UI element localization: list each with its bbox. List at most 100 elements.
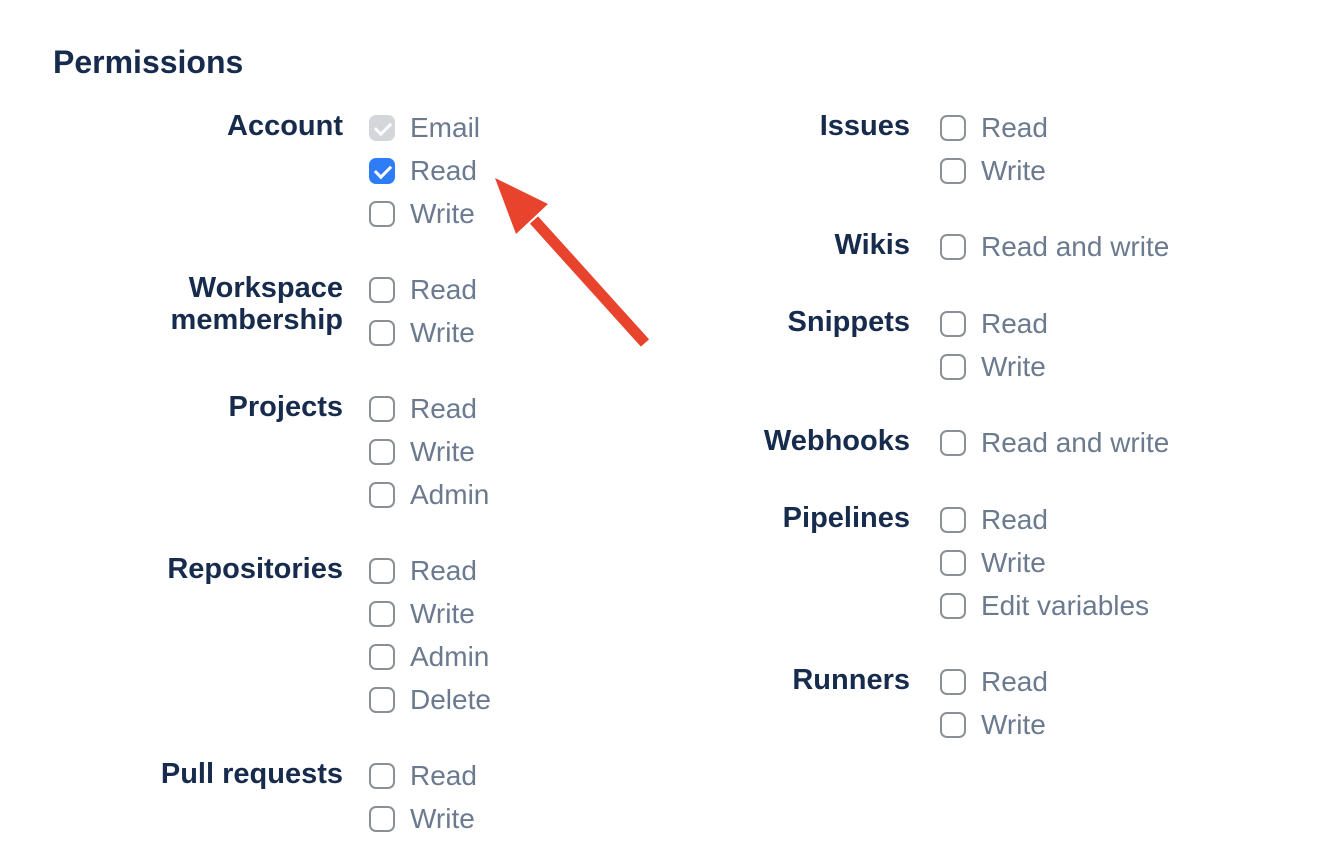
checkbox-runners-write[interactable] — [940, 712, 966, 738]
checkbox-workspace-membership-write[interactable] — [369, 320, 395, 346]
checkbox-pipelines-edit-variables[interactable] — [940, 593, 966, 619]
permission-option-pull-requests-write[interactable]: Write — [369, 803, 477, 834]
permission-option-projects-admin[interactable]: Admin — [369, 481, 489, 509]
permission-option-webhooks-read-and-write[interactable]: Read and write — [940, 427, 1170, 458]
option-label-snippets-read: Read — [981, 308, 1048, 339]
permission-group-label-repositories: Repositories — [167, 553, 343, 585]
option-label-projects-write: Write — [410, 436, 475, 467]
checkbox-issues-read[interactable] — [940, 115, 966, 141]
permission-group-label-wikis: Wikis — [834, 229, 911, 261]
option-label-pipelines-read: Read — [981, 504, 1048, 535]
permission-group-label-projects: Projects — [228, 391, 343, 423]
permission-option-snippets-write[interactable]: Write — [940, 353, 1048, 381]
permission-option-repositories-read[interactable]: Read — [369, 555, 491, 586]
checkbox-repositories-write[interactable] — [369, 601, 395, 627]
checkbox-workspace-membership-read[interactable] — [369, 277, 395, 303]
permission-option-workspace-membership-read[interactable]: Read — [369, 274, 477, 305]
option-label-runners-write: Write — [981, 709, 1046, 740]
checkbox-pipelines-read[interactable] — [940, 507, 966, 533]
checkbox-pull-requests-read[interactable] — [369, 763, 395, 789]
checkbox-snippets-read[interactable] — [940, 311, 966, 337]
checkbox-runners-read[interactable] — [940, 669, 966, 695]
permission-option-account-email[interactable]: Email — [369, 114, 480, 142]
permission-group-label-pull-requests: Pull requests — [160, 758, 343, 790]
permission-option-pull-requests-read[interactable]: Read — [369, 760, 477, 791]
checkbox-account-read[interactable] — [369, 158, 395, 184]
option-label-pipelines-write: Write — [981, 547, 1046, 578]
permission-option-pipelines-write[interactable]: Write — [940, 547, 1149, 578]
permission-option-snippets-read[interactable]: Read — [940, 308, 1048, 339]
checkbox-account-write[interactable] — [369, 201, 395, 227]
checkbox-repositories-read[interactable] — [369, 558, 395, 584]
permission-option-repositories-write[interactable]: Write — [369, 598, 491, 629]
option-label-account-write: Write — [410, 198, 475, 229]
option-label-issues-read: Read — [981, 112, 1048, 143]
permission-option-pipelines-read[interactable]: Read — [940, 504, 1149, 535]
option-label-repositories-write: Write — [410, 598, 475, 629]
option-label-projects-read: Read — [410, 393, 477, 424]
permission-option-account-read[interactable]: Read — [369, 157, 480, 185]
permission-option-repositories-admin[interactable]: Admin — [369, 641, 491, 672]
option-label-pull-requests-read: Read — [410, 760, 477, 791]
checkbox-projects-write[interactable] — [369, 439, 395, 465]
permission-option-wikis-read-and-write[interactable]: Read and write — [940, 233, 1169, 261]
checkbox-issues-write[interactable] — [940, 158, 966, 184]
checkbox-repositories-admin[interactable] — [369, 644, 395, 670]
option-label-webhooks-read-and-write: Read and write — [981, 427, 1170, 458]
option-label-pull-requests-write: Write — [410, 803, 475, 834]
option-label-repositories-read: Read — [410, 555, 477, 586]
permission-option-pipelines-edit-variables[interactable]: Edit variables — [940, 592, 1149, 620]
checkbox-pipelines-write[interactable] — [940, 550, 966, 576]
checkbox-projects-admin[interactable] — [369, 482, 395, 508]
arrow-pointing-to-account-read-checkbox — [495, 178, 650, 347]
checkbox-account-email — [369, 115, 395, 141]
option-label-issues-write: Write — [981, 155, 1046, 186]
checkbox-wikis-read-and-write[interactable] — [940, 234, 966, 260]
option-label-workspace-membership-write: Write — [410, 317, 475, 348]
permission-group-label-issues: Issues — [819, 110, 910, 142]
permission-option-projects-read[interactable]: Read — [369, 393, 489, 424]
checkbox-webhooks-read-and-write[interactable] — [940, 430, 966, 456]
checkbox-snippets-write[interactable] — [940, 354, 966, 380]
permission-option-runners-read[interactable]: Read — [940, 668, 1048, 696]
checkbox-pull-requests-write[interactable] — [369, 806, 395, 832]
permission-group-wikis: Wikis Read and write — [740, 229, 1170, 261]
permission-option-issues-write[interactable]: Write — [940, 155, 1048, 186]
page-title: Permissions — [53, 44, 244, 80]
permission-option-projects-write[interactable]: Write — [369, 436, 489, 467]
option-label-repositories-admin: Admin — [410, 641, 490, 672]
permission-option-workspace-membership-write[interactable]: Write — [369, 317, 477, 348]
option-label-workspace-membership-read: Read — [410, 274, 477, 305]
permission-option-account-write[interactable]: Write — [369, 198, 480, 229]
checkbox-projects-read[interactable] — [369, 396, 395, 422]
permission-group-label-account: Account — [227, 110, 343, 142]
permission-option-repositories-delete[interactable]: Delete — [369, 684, 491, 715]
permission-option-runners-write[interactable]: Write — [940, 709, 1048, 740]
permission-group-label-pipelines: Pipelines — [782, 502, 910, 534]
permission-option-issues-read[interactable]: Read — [940, 112, 1048, 143]
permission-options-wikis: Read and write — [940, 233, 1169, 261]
option-label-repositories-delete: Delete — [410, 684, 491, 715]
checkbox-repositories-delete[interactable] — [369, 687, 395, 713]
permission-options-webhooks: Read and write — [940, 427, 1170, 458]
